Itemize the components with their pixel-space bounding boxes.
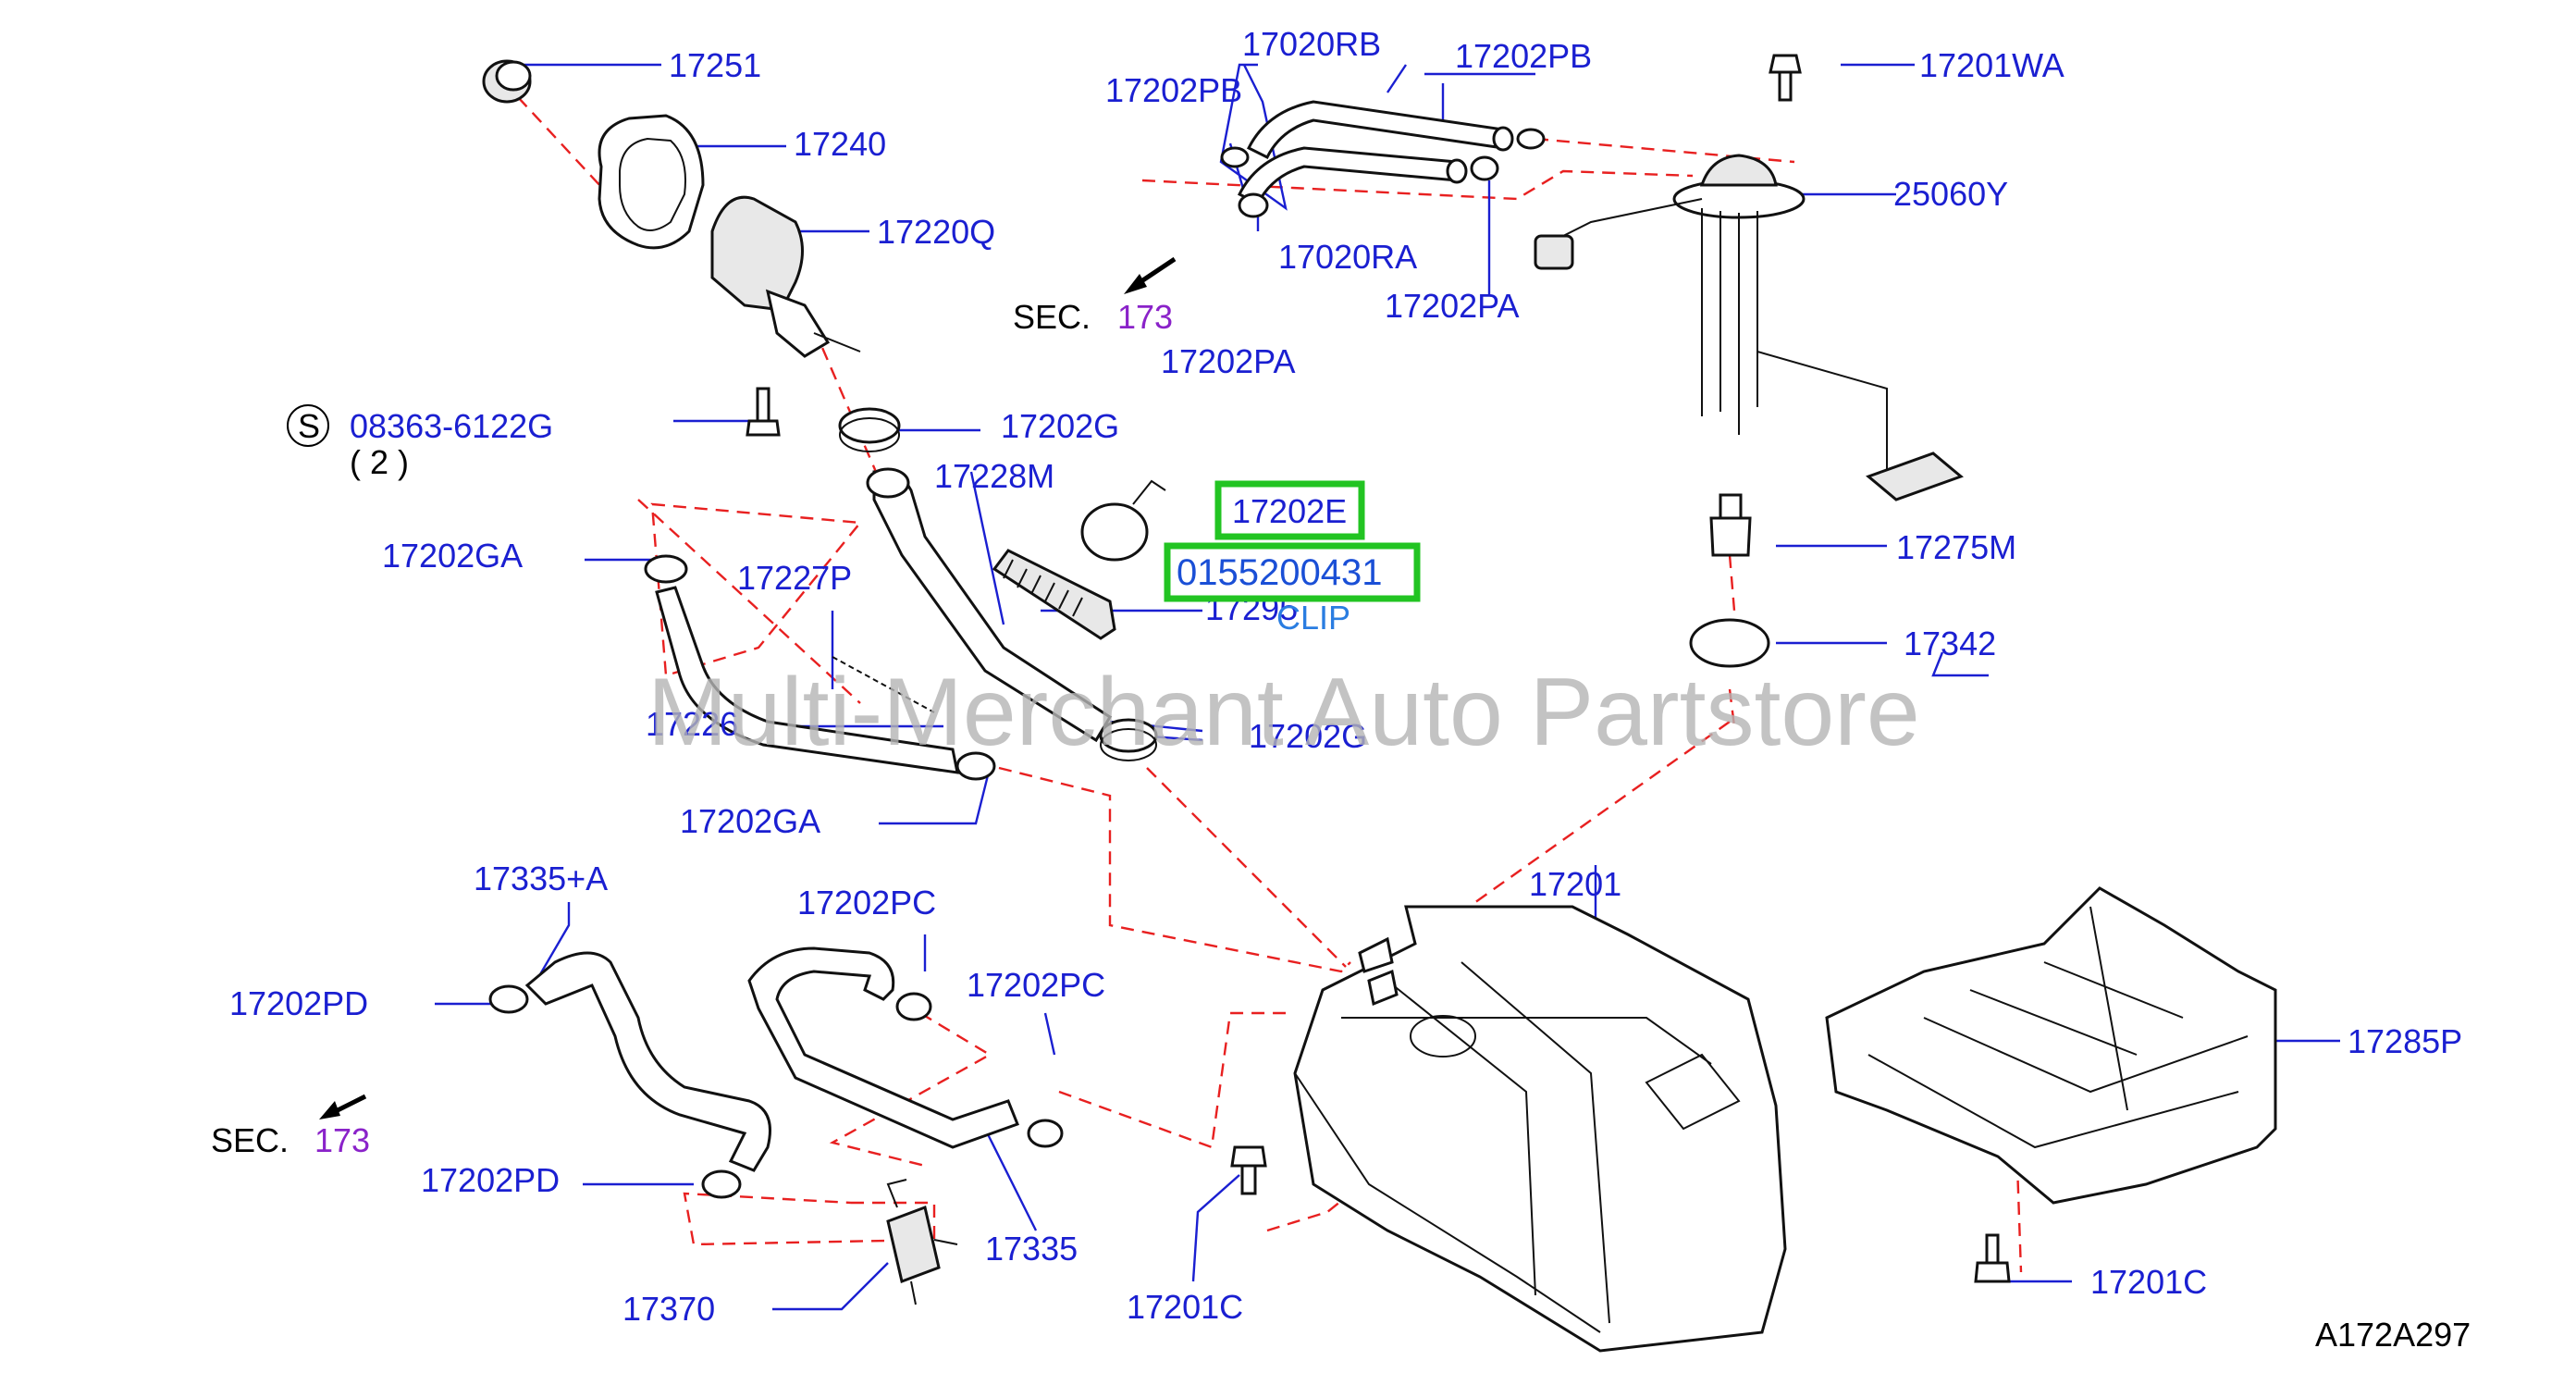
watermark: Multi-Merchant Auto Partstore <box>647 659 1920 766</box>
bolt-17201WA <box>1769 54 1802 102</box>
label-17227P: 17227P <box>737 559 852 597</box>
fuel-tubes-17020 <box>1237 100 1514 206</box>
clamps-17202PB-PA <box>1220 128 1546 218</box>
part-labels: 17251 17240 17220Q S 08363-6122G ( 2 ) 1… <box>211 25 2471 1354</box>
label-17202PD-top: 17202PD <box>229 984 368 1022</box>
label-08363-6122G: 08363-6122G <box>350 407 553 445</box>
sec-ref-top-prefix: SEC. <box>1013 298 1091 336</box>
diagram-code: A172A297 <box>2315 1316 2471 1354</box>
sec-arrow-bottom <box>319 1094 367 1119</box>
label-17201C-right: 17201C <box>2090 1263 2207 1301</box>
label-17251: 17251 <box>669 46 761 84</box>
label-17335: 17335 <box>985 1230 1078 1268</box>
label-17202PA-right: 17202PA <box>1385 287 1519 325</box>
label-17202G-mid: 17202G <box>1249 717 1367 755</box>
label-17226: 17226 <box>646 705 738 743</box>
filler-hose-17228M <box>866 467 1113 743</box>
highlight-box-0155200431 <box>1164 542 1421 602</box>
label-17240: 17240 <box>794 125 886 163</box>
filter-17370 <box>886 1179 958 1305</box>
fuel-tank-17201 <box>1293 905 1787 1353</box>
sec-ref-bottom-prefix: SEC. <box>211 1121 289 1159</box>
label-17202PC-left: 17202PC <box>797 884 936 922</box>
label-17202E: 17202E <box>1232 492 1347 530</box>
clamp-17202G-top <box>838 407 901 452</box>
label-17335A: 17335+A <box>474 860 608 897</box>
clip-17202E <box>1080 479 1166 562</box>
label-clip: CLIP <box>1276 599 1350 637</box>
highlight-box-17202E <box>1214 480 1365 540</box>
label-17202PB-right: 17202PB <box>1455 37 1592 75</box>
gasket-17342 <box>1689 618 1770 668</box>
vent-hose-17226 <box>655 586 959 774</box>
clamp-17202GA-top <box>644 554 688 584</box>
screw-08363-6122G <box>746 387 781 437</box>
label-08363-quantity: ( 2 ) <box>350 443 409 481</box>
label-25060Y: 25060Y <box>1893 175 2008 213</box>
screw-symbol: S <box>298 407 320 445</box>
filler-neck-17220Q <box>710 195 861 358</box>
tank-shield-17285P <box>1825 886 2277 1205</box>
label-17201C-left: 17201C <box>1127 1288 1243 1326</box>
bolt-17201C-right <box>1974 1233 2011 1283</box>
hose-17335A <box>524 951 771 1172</box>
filler-grommet-17240 <box>598 114 705 250</box>
sec-ref-bottom-number[interactable]: 173 <box>314 1121 370 1159</box>
label-17202GA-top: 17202GA <box>382 537 523 575</box>
check-valve-17275M <box>1709 493 1752 557</box>
label-17201: 17201 <box>1529 865 1621 903</box>
sec-arrow-top <box>1124 256 1177 294</box>
clamp-17202GA-bottom <box>955 751 996 781</box>
bolt-17201C-left <box>1230 1145 1267 1195</box>
label-17342: 17342 <box>1904 625 1996 662</box>
fuel-cap-17251 <box>482 59 532 104</box>
label-17202GA-bottom: 17202GA <box>680 802 820 840</box>
clamps-17202PC <box>895 992 1064 1148</box>
screw-symbol-circle <box>287 404 329 447</box>
label-17202PA-left: 17202PA <box>1161 342 1295 380</box>
label-17220Q: 17220Q <box>877 213 995 251</box>
label-17202PD-bottom: 17202PD <box>421 1161 560 1199</box>
clamp-17202G-mid <box>1099 718 1158 761</box>
label-0155200431: 0155200431 <box>1177 552 1382 593</box>
breather-tube-17295 <box>992 549 1116 640</box>
label-17202PB-left: 17202PB <box>1105 71 1242 109</box>
label-17202PC-right: 17202PC <box>967 966 1105 1004</box>
label-17202G-top: 17202G <box>1001 407 1119 445</box>
spring-17227P <box>832 656 935 713</box>
label-17020RB: 17020RB <box>1242 25 1381 63</box>
label-17370: 17370 <box>622 1290 715 1328</box>
label-17228M: 17228M <box>934 457 1054 495</box>
fuel-sender-25060Y <box>1534 154 1964 501</box>
hose-17335 <box>747 946 1019 1149</box>
label-17275M: 17275M <box>1896 528 2016 566</box>
sec-ref-top-number[interactable]: 173 <box>1117 298 1173 336</box>
clamps-17202PD <box>488 984 742 1199</box>
label-17201WA: 17201WA <box>1919 46 2064 84</box>
label-17020RA: 17020RA <box>1278 238 1417 276</box>
label-17285P: 17285P <box>2348 1022 2462 1060</box>
